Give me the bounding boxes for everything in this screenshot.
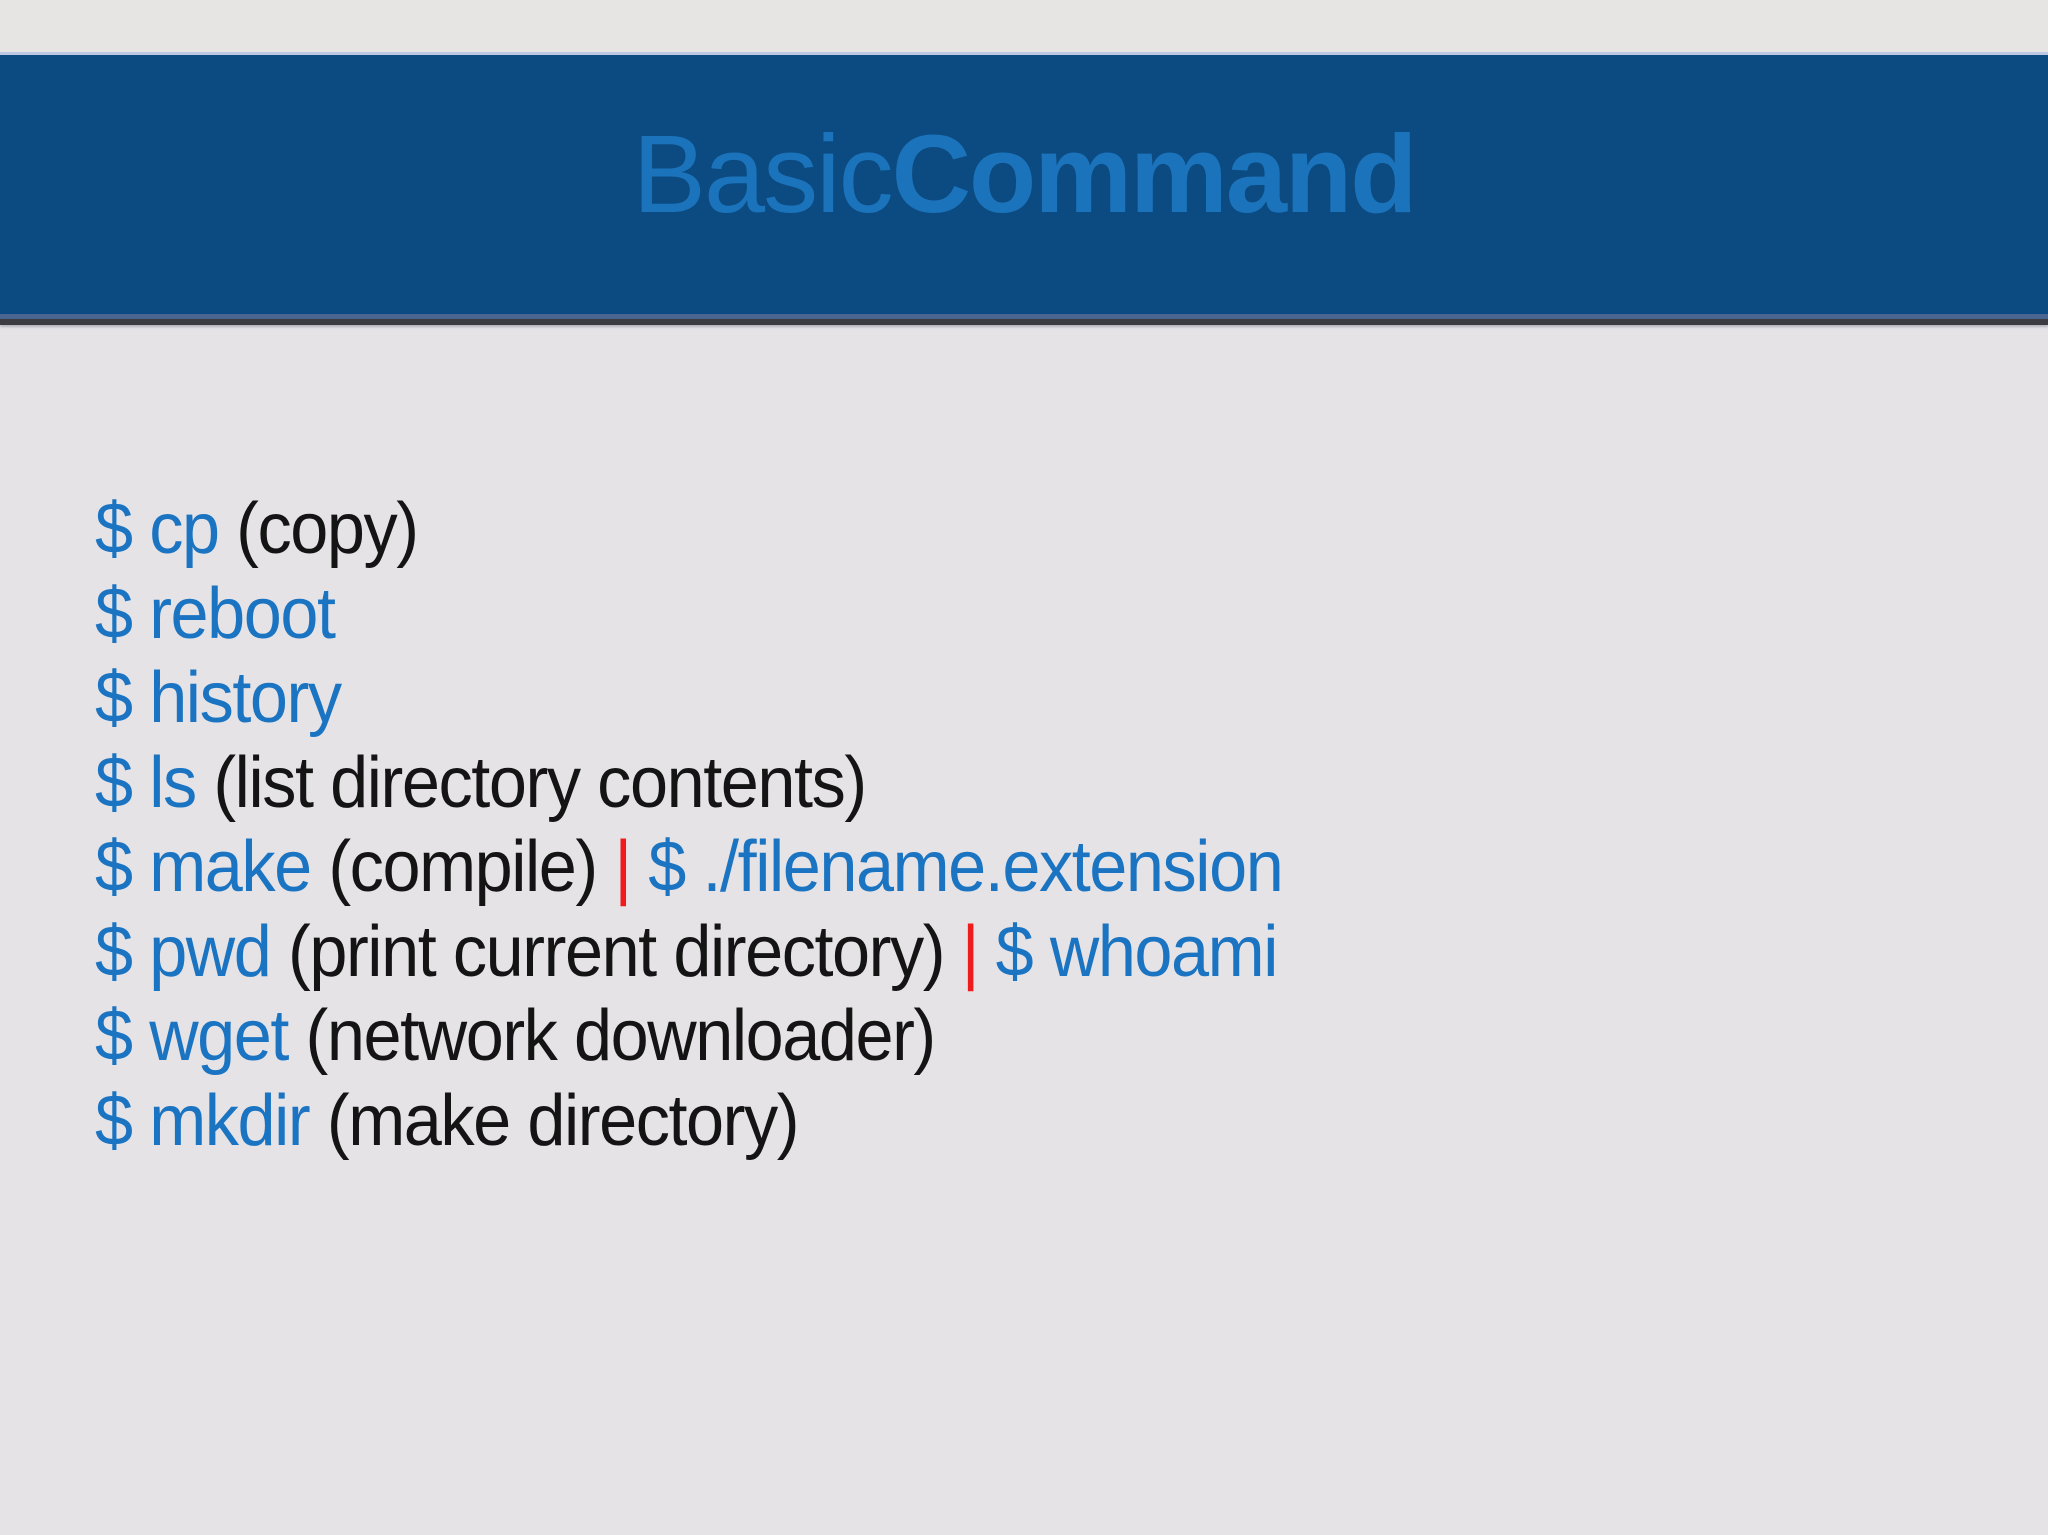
- command-segment-cmd: $ whoami: [978, 911, 1279, 992]
- command-segment-cmd: $ reboot: [95, 573, 336, 654]
- command-line: $ cp (copy): [95, 487, 1282, 572]
- title-band-border-dark: [0, 319, 2048, 325]
- command-segment-cmd: $ mkdir: [95, 1080, 311, 1161]
- command-segment-desc: (print current directory): [270, 911, 962, 992]
- command-line: $ ls (list directory contents): [95, 741, 1282, 826]
- command-segment-desc: (network downloader): [287, 996, 937, 1076]
- command-segment-cmd: $ make: [95, 827, 312, 907]
- page-title: BasicCommand: [632, 111, 1418, 238]
- command-segment-desc: (compile): [310, 827, 615, 907]
- command-line: $ make (compile) | $ ./filename.extensio…: [95, 825, 1284, 910]
- title-band-border-slate: [0, 314, 2048, 319]
- title-prefix: Basic: [632, 113, 894, 236]
- command-segment-cmd: $ ./filename.extension: [630, 827, 1283, 907]
- command-line: $ pwd (print current directory) | $ whoa…: [95, 910, 1282, 995]
- command-line: $ wget (network downloader): [95, 994, 1282, 1079]
- command-line: $ reboot: [95, 572, 1282, 657]
- command-line: $ mkdir (make directory): [95, 1079, 1282, 1164]
- command-segment-cmd: $ ls: [95, 742, 197, 823]
- command-segment-desc: (make directory): [309, 1080, 800, 1161]
- command-line: $ history: [95, 656, 1282, 741]
- command-list: $ cp (copy)$ reboot$ history$ ls (list d…: [95, 487, 1284, 1164]
- command-segment-cmd: $ pwd: [95, 911, 272, 992]
- title-emphasis: Command: [891, 113, 1418, 236]
- command-segment-cmd: $ cp: [95, 489, 220, 569]
- command-segment-pipe: |: [961, 911, 980, 992]
- command-segment-cmd: $ wget: [95, 996, 289, 1076]
- command-segment-desc: (copy): [218, 489, 419, 569]
- command-segment-desc: (list directory contents): [195, 742, 867, 823]
- command-segment-pipe: |: [614, 827, 632, 907]
- top-margin-strip: [0, 0, 2048, 52]
- title-band: BasicCommand: [0, 52, 2048, 314]
- command-segment-cmd: $ history: [95, 658, 342, 738]
